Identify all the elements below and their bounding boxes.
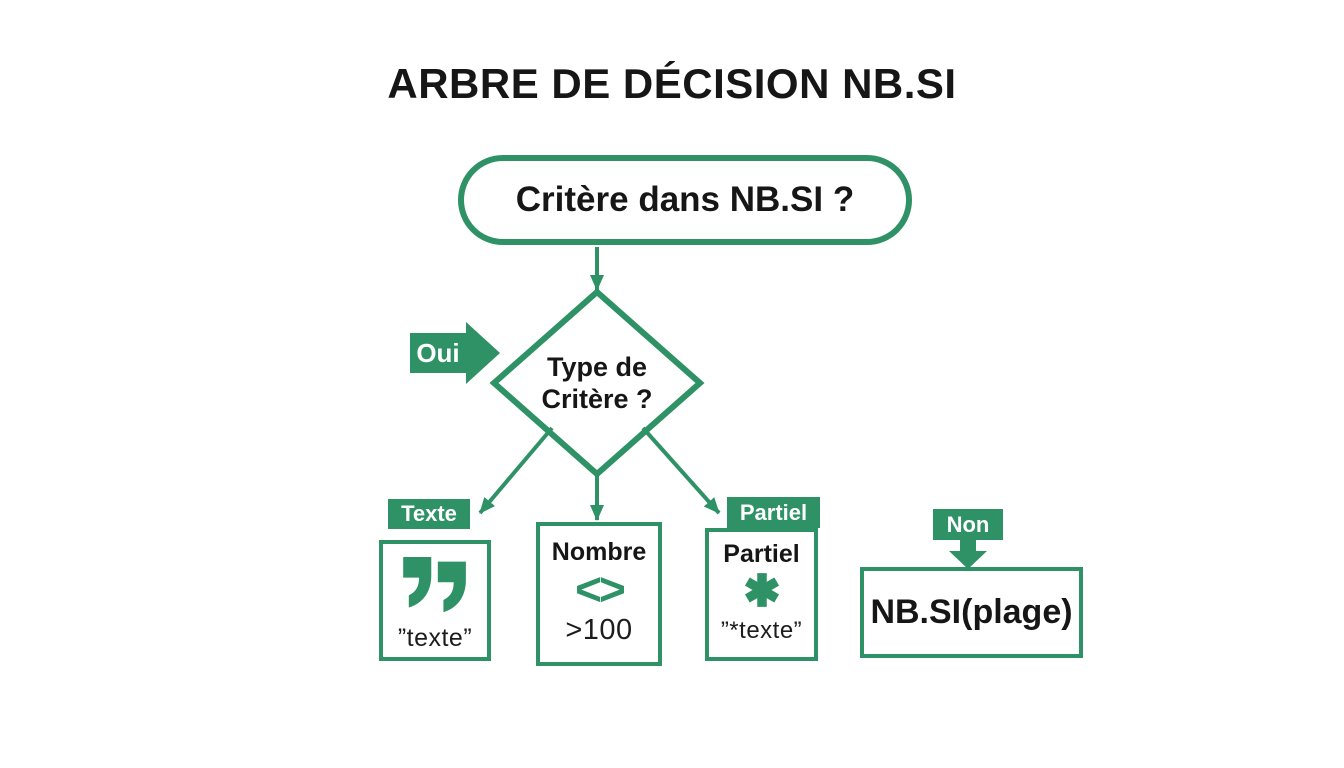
branch-box-nombre: Nombre <> >100 [536, 522, 662, 666]
angle-brackets-icon: <> [575, 562, 626, 615]
double-quote-icon [403, 557, 466, 613]
result-label: NB.SI(plage) [870, 593, 1073, 631]
asterisk-icon [744, 572, 779, 607]
edge-label-non: Non [933, 509, 1003, 540]
branch-box-partiel: Partiel ”*texte” [705, 528, 818, 661]
page-title: ARBRE DE DÉCISION NB.SI [387, 60, 957, 107]
root-node: Critère dans NB.SI ? [458, 155, 912, 245]
result-box-nbsi: NB.SI(plage) [860, 567, 1083, 658]
edge-label-oui: Oui [416, 337, 460, 368]
arrow-decision-to-partiel [641, 426, 721, 515]
non-arrow-shape [949, 539, 987, 569]
root-node-label: Critère dans NB.SI ? [515, 180, 855, 219]
nombre-example: >100 [565, 613, 633, 646]
partiel-example: ”*texte” [720, 616, 803, 644]
nombre-title: Nombre [551, 538, 647, 566]
partiel-title: Partiel [723, 540, 800, 568]
oui-arrow-shape [410, 322, 500, 384]
decision-node-label: Type de Critère ? [541, 352, 653, 414]
arrow-decision-to-texte [478, 426, 554, 515]
asterisk-icon-wrap [743, 571, 781, 614]
branch-tag-texte: Texte [388, 499, 470, 529]
texte-example: ”texte” [397, 624, 473, 652]
branch-tag-partiel: Partiel [727, 497, 820, 528]
branch-box-texte: ”texte” [379, 540, 491, 661]
